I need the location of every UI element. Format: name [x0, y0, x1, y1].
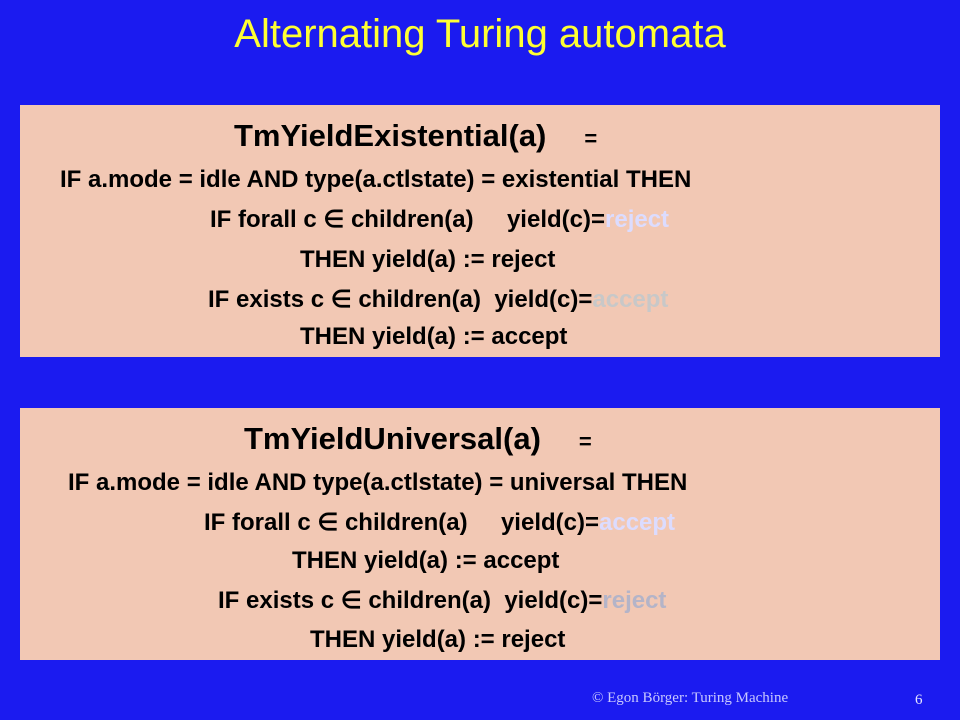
rule-name-text: TmYieldExistential(a) — [234, 118, 547, 153]
universal-then-reject: THEN yield(a) := reject — [310, 626, 566, 653]
equals-sign: = — [584, 126, 598, 151]
if-forall-text: IF forall c — [210, 206, 317, 233]
if-exists-text: IF exists c — [218, 587, 335, 614]
existential-if-exists: IF exists c ∈ children(a) yield(c)=accep… — [208, 285, 668, 315]
existential-then-accept: THEN yield(a) := accept — [300, 323, 568, 350]
universal-if-forall: IF forall c ∈ children(a) yield(c)=accep… — [204, 508, 675, 538]
if-forall-text: IF forall c — [204, 509, 311, 536]
element-of-icon: ∈ — [330, 286, 352, 313]
yield-value-accept: accept — [599, 509, 676, 536]
children-yield-text: children(a) yield(c)= — [350, 206, 605, 233]
yield-value-reject: reject — [605, 206, 670, 233]
universal-then-accept: THEN yield(a) := accept — [292, 547, 560, 574]
children-yield-text: children(a) yield(c)= — [344, 509, 599, 536]
existential-rule-name: TmYieldExistential(a) = — [234, 117, 597, 158]
if-exists-text: IF exists c — [208, 286, 325, 313]
element-of-icon: ∈ — [323, 206, 345, 233]
universal-if-exists: IF exists c ∈ children(a) yield(c)=rejec… — [218, 586, 666, 616]
universal-rule-name: TmYieldUniversal(a) = — [244, 420, 592, 461]
children-yield-text: children(a) yield(c)= — [358, 286, 593, 313]
yield-value-accept: accept — [592, 286, 669, 313]
copyright-footer: © Egon Börger: Turing Machine — [592, 690, 789, 706]
existential-then-reject: THEN yield(a) := reject — [300, 246, 556, 273]
children-yield-text: children(a) yield(c)= — [368, 587, 603, 614]
existential-if-forall: IF forall c ∈ children(a) yield(c)=rejec… — [210, 205, 669, 235]
element-of-icon: ∈ — [340, 587, 362, 614]
page-number: 6 — [915, 692, 923, 708]
slide-title: Alternating Turing automata — [234, 12, 726, 56]
universal-condition: IF a.mode = idle AND type(a.ctlstate) = … — [68, 469, 688, 496]
existential-rule-box: TmYieldExistential(a) = IF a.mode = idle … — [20, 105, 940, 357]
rule-name-text: TmYieldUniversal(a) — [244, 421, 541, 456]
existential-condition: IF a.mode = idle AND type(a.ctlstate) = … — [60, 166, 692, 193]
element-of-icon: ∈ — [317, 509, 339, 536]
universal-rule-box: TmYieldUniversal(a) = IF a.mode = idle AN… — [20, 408, 940, 660]
yield-value-reject: reject — [602, 587, 667, 614]
equals-sign: = — [578, 429, 592, 454]
